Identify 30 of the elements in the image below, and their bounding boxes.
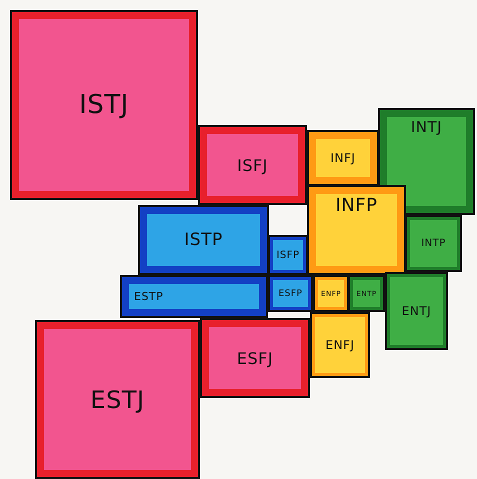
type-square (405, 215, 462, 272)
type-label: ESTJ (90, 386, 145, 414)
type-label: ISFP (276, 250, 300, 260)
type-square (35, 320, 200, 479)
type-label: INFJ (330, 151, 356, 165)
type-label: ISTJ (79, 90, 129, 120)
type-square (268, 235, 308, 275)
type-square (200, 318, 310, 398)
type-square (307, 185, 406, 275)
type-square (313, 275, 349, 312)
type-label: ISFJ (237, 156, 268, 174)
type-square (385, 272, 448, 350)
type-square (138, 205, 269, 275)
type-label: ESFP (278, 288, 302, 298)
type-square (310, 312, 370, 378)
type-label: ISTP (184, 230, 223, 250)
type-square (378, 108, 475, 215)
type-square (268, 275, 313, 312)
type-label: ESFJ (236, 348, 274, 368)
type-square (307, 130, 379, 186)
type-square (10, 10, 198, 200)
type-label: INTJ (410, 118, 442, 136)
type-label: ENFJ (326, 338, 354, 352)
type-label: ENTJ (402, 304, 432, 318)
type-square (120, 275, 268, 318)
type-label: INFP (336, 195, 378, 216)
type-label: INTP (421, 238, 446, 249)
type-square (198, 125, 307, 205)
type-square (348, 275, 385, 312)
type-label: ESTP (134, 290, 164, 303)
